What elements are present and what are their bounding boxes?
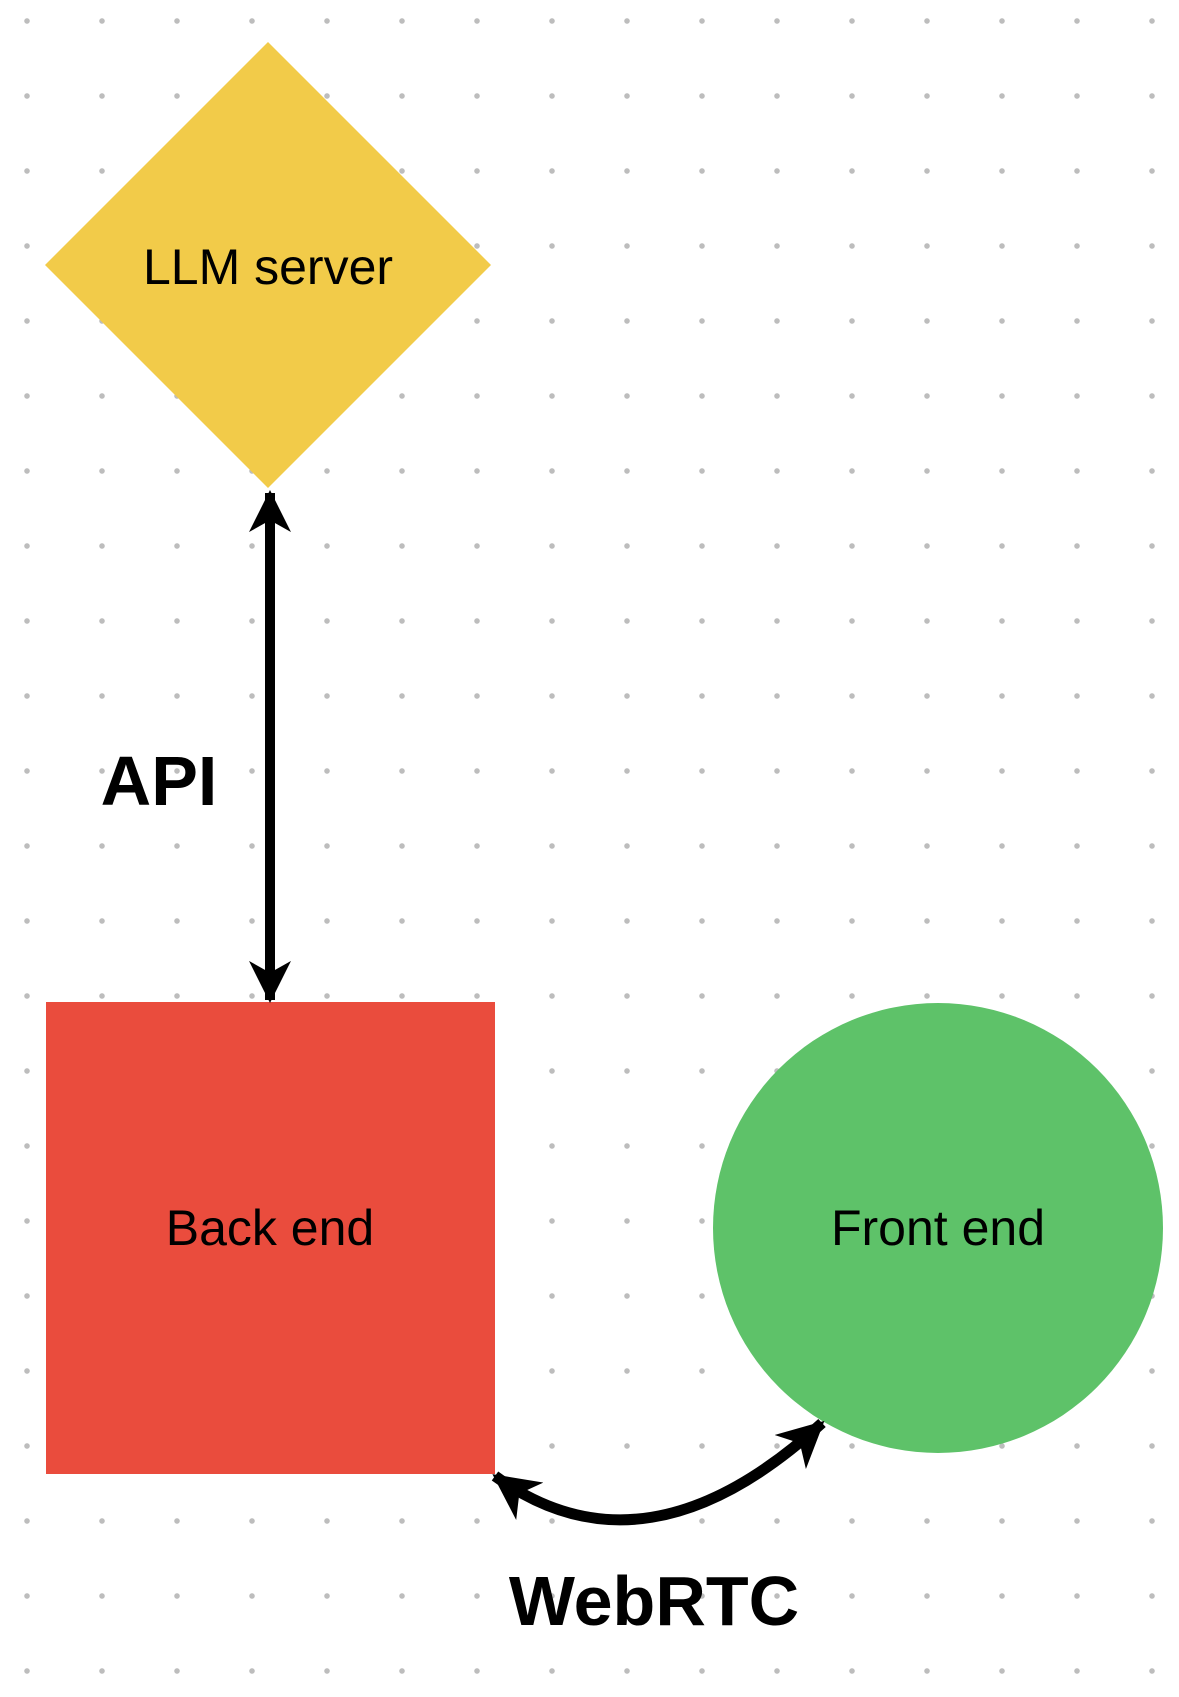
back-end-label: Back end	[165, 1200, 375, 1256]
webrtc-arrow	[491, 1418, 826, 1526]
llm-server-label: LLM server	[142, 239, 394, 295]
api-edge-label: API	[100, 742, 218, 820]
back-end-square	[46, 1002, 495, 1474]
webrtc-edge-label: WebRTC	[508, 1562, 800, 1640]
front-end-label: Front end	[830, 1200, 1046, 1256]
front-end-circle	[713, 1003, 1163, 1453]
llm-server-diamond	[45, 42, 491, 488]
